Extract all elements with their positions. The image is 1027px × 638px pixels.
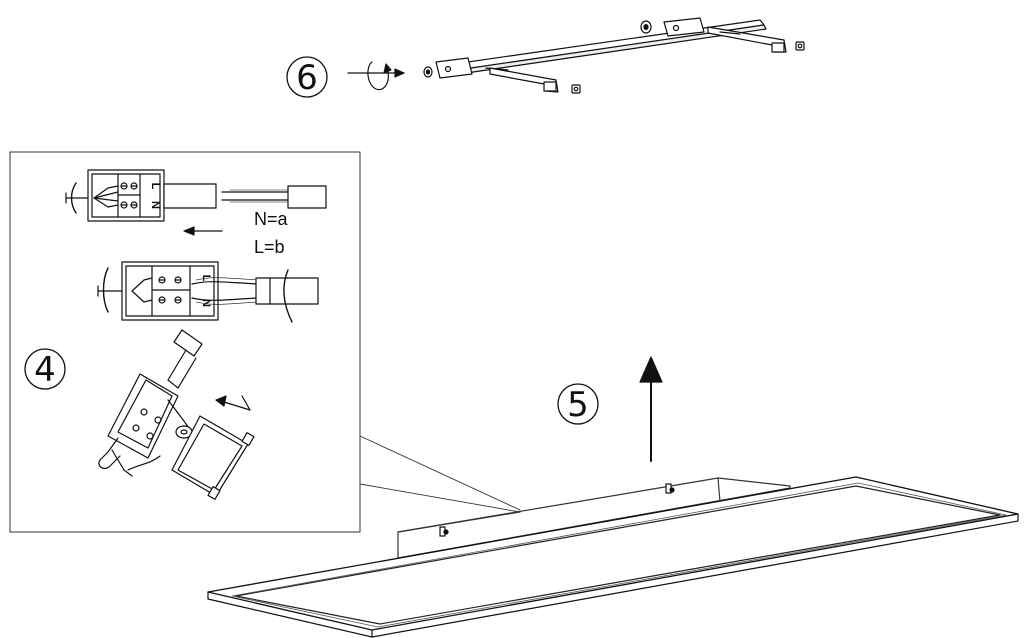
panel-driver-box <box>397 477 791 559</box>
arrow-left-icon <box>183 226 223 236</box>
panel-diffuser <box>235 485 1001 625</box>
step-6-badge <box>286 56 328 98</box>
mounting-bracket <box>435 17 787 93</box>
wire-label-live: L=b <box>254 237 285 257</box>
screw-icon <box>640 20 652 34</box>
led-panel <box>207 476 1019 638</box>
step-5-badge <box>557 383 599 425</box>
rotate-arrow-icon <box>347 61 405 91</box>
nut-icon <box>795 41 805 51</box>
panel-hook-icon <box>439 526 449 537</box>
step-5-number: 5 <box>567 385 589 425</box>
terminal-l-label: L <box>149 183 161 190</box>
step-4-number: 4 <box>34 350 56 390</box>
terminal-n-label: N <box>149 201 161 209</box>
wire-label-neutral: N=a <box>254 209 289 229</box>
terminal-block-middle: L N <box>97 261 319 323</box>
arrow-up-icon <box>639 356 663 462</box>
arrow-icon <box>215 395 251 411</box>
step-6-group: 6 <box>286 17 805 98</box>
screw-icon <box>423 66 433 78</box>
step-6-number: 6 <box>296 58 318 98</box>
nut-icon <box>571 84 581 94</box>
terminal-n-label: N <box>200 299 212 307</box>
step-5-group: 5 <box>557 356 663 462</box>
step-4-badge <box>24 348 66 390</box>
panel-hook-icon <box>665 483 675 494</box>
terminal-block-upper: L N <box>65 169 327 222</box>
terminal-block-lower <box>98 329 255 500</box>
detail-callout: L N N=a L=b <box>9 151 521 533</box>
